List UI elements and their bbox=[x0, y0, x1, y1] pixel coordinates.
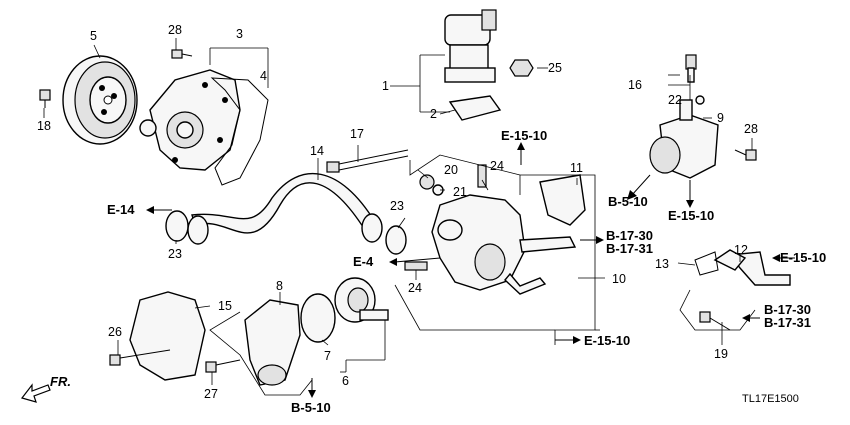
water-outlet bbox=[649, 99, 719, 179]
callout-17: 17 bbox=[350, 127, 364, 141]
water-pump-pulley bbox=[62, 55, 138, 145]
callout-26: 26 bbox=[108, 325, 122, 339]
callout-labels: 1 2 3 4 5 6 7 8 9 10 11 12 13 14 15 16 1… bbox=[37, 23, 758, 401]
callout-10: 10 bbox=[612, 272, 626, 286]
gasket-13 bbox=[694, 251, 719, 276]
ref-b-5-10-top: B-5-10 bbox=[608, 194, 648, 209]
bolt-27 bbox=[205, 359, 241, 373]
stud-24-lower bbox=[404, 261, 428, 271]
ref-b-17-31-top: B-17-31 bbox=[606, 241, 653, 256]
callout-28-left: 28 bbox=[168, 23, 182, 37]
leader-lines bbox=[43, 38, 753, 385]
water-pump bbox=[139, 69, 241, 171]
sensor-20 bbox=[419, 174, 435, 190]
callout-3: 3 bbox=[236, 27, 243, 41]
group-outline bbox=[209, 154, 756, 396]
callout-7: 7 bbox=[324, 349, 331, 363]
water-pump-gasket bbox=[210, 77, 269, 186]
callout-23-right: 23 bbox=[390, 199, 404, 213]
ref-e-15-10-top: E-15-10 bbox=[501, 128, 547, 143]
front-label: FR. bbox=[50, 374, 71, 389]
reference-arrows bbox=[20, 142, 795, 403]
callout-21: 21 bbox=[453, 185, 467, 199]
ref-b-17-30-top: B-17-30 bbox=[606, 228, 653, 243]
callout-20: 20 bbox=[444, 163, 458, 177]
callout-23-left: 23 bbox=[168, 247, 182, 261]
callout-18: 18 bbox=[37, 119, 51, 133]
callout-28-right: 28 bbox=[744, 122, 758, 136]
ref-e-15-10-right: E-15-10 bbox=[780, 250, 826, 265]
stud-24-upper bbox=[477, 164, 487, 188]
thermostat bbox=[334, 277, 389, 323]
bolt-17 bbox=[326, 149, 409, 173]
water-pipe bbox=[713, 249, 791, 286]
front-arrow bbox=[20, 383, 51, 403]
callout-27: 27 bbox=[204, 387, 218, 401]
callout-24-upper: 24 bbox=[490, 159, 504, 173]
temperature-sensor-16 bbox=[685, 54, 697, 83]
ref-b-17-30-bottom: B-17-30 bbox=[764, 302, 811, 317]
callout-5: 5 bbox=[90, 29, 97, 43]
bolt-19 bbox=[699, 311, 731, 331]
gasket-11 bbox=[539, 174, 586, 226]
nut-25 bbox=[509, 59, 534, 77]
egr-gasket bbox=[448, 95, 502, 121]
callout-1: 1 bbox=[382, 79, 389, 93]
o-ring-23-right bbox=[385, 225, 407, 255]
bolt-26 bbox=[109, 349, 171, 366]
callout-12: 12 bbox=[734, 243, 748, 257]
reference-labels: E-15-10 E-14 E-4 B-17-30 B-17-31 E-15-10… bbox=[50, 128, 826, 415]
callout-16: 16 bbox=[628, 78, 642, 92]
ref-e-15-10-mid: E-15-10 bbox=[668, 208, 714, 223]
callout-8: 8 bbox=[276, 279, 283, 293]
callout-9: 9 bbox=[717, 111, 724, 125]
callout-14: 14 bbox=[310, 144, 324, 158]
bolt-28-left bbox=[171, 49, 193, 59]
callout-13: 13 bbox=[655, 257, 669, 271]
callout-11: 11 bbox=[570, 161, 583, 175]
ref-b-17-31-bottom: B-17-31 bbox=[764, 315, 811, 330]
bolt-28-right bbox=[734, 149, 757, 161]
callout-24-lower: 24 bbox=[408, 281, 422, 295]
callout-22: 22 bbox=[668, 93, 682, 107]
egr-valve bbox=[444, 9, 497, 83]
bolt-18 bbox=[39, 89, 51, 108]
water-hose bbox=[191, 173, 376, 234]
callout-6: 6 bbox=[342, 374, 349, 388]
bracket-15 bbox=[129, 291, 206, 381]
o-ring-23-left bbox=[165, 210, 189, 242]
thermostat-housing bbox=[431, 194, 577, 295]
ref-e-15-10-bottom: E-15-10 bbox=[584, 333, 630, 348]
callout-4: 4 bbox=[260, 69, 267, 83]
ref-e-14: E-14 bbox=[107, 202, 135, 217]
diagram-code: TL17E1500 bbox=[742, 393, 799, 405]
thermostat-gasket bbox=[300, 293, 336, 343]
callout-15: 15 bbox=[218, 299, 232, 313]
o-ring-22 bbox=[695, 95, 705, 105]
callout-25: 25 bbox=[548, 61, 562, 75]
ref-b-5-10-bottom: B-5-10 bbox=[291, 400, 331, 415]
ref-e-4: E-4 bbox=[353, 254, 374, 269]
callout-19: 19 bbox=[714, 347, 728, 361]
callout-2: 2 bbox=[430, 107, 437, 121]
thermostat-cover bbox=[244, 299, 301, 386]
